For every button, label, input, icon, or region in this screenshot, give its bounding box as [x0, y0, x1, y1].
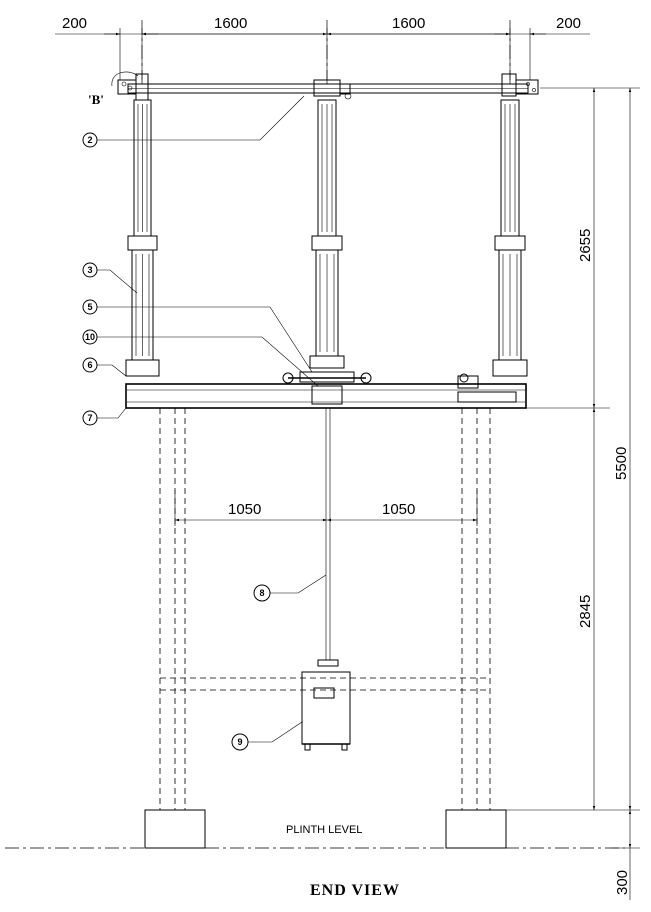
dim-insulator-height: 2655 — [577, 229, 594, 262]
plinth-label: PLINTH LEVEL — [286, 824, 362, 836]
balloon-3: 3 — [82, 262, 138, 294]
svg-text:10: 10 — [85, 332, 95, 342]
dim-mid-right-span: 1050 — [382, 501, 415, 518]
svg-text:3: 3 — [87, 265, 92, 275]
dim-plinth-height: 300 — [614, 870, 631, 895]
operating-linkage — [282, 371, 479, 389]
top-dimension-line — [55, 28, 590, 80]
motor-box — [301, 671, 351, 751]
svg-text:6: 6 — [87, 360, 92, 370]
support-structure — [159, 408, 491, 810]
dim-structure-height: 2845 — [577, 595, 594, 628]
balloon-7: 7 — [82, 407, 127, 426]
insulator-right — [492, 99, 528, 377]
balloon-6: 6 — [82, 357, 127, 377]
balloon-8: 8 — [253, 574, 327, 602]
svg-text:2: 2 — [87, 135, 92, 145]
drawing-title: END VIEW — [310, 882, 400, 899]
right-dimension-lines — [506, 87, 640, 900]
balloon-2: 2 — [82, 95, 305, 148]
dim-mid-left-span: 1050 — [228, 501, 261, 518]
dim-top-right-span: 1600 — [392, 15, 425, 32]
plinths — [5, 809, 625, 849]
mid-dimension-line — [174, 490, 478, 526]
top-busbar — [111, 20, 539, 101]
dim-top-right-overhang: 200 — [556, 15, 581, 32]
balloon-5: 5 — [82, 299, 313, 373]
dim-top-left-span: 1600 — [214, 15, 247, 32]
svg-text:7: 7 — [87, 413, 92, 423]
svg-text:8: 8 — [259, 588, 264, 598]
detail-b-label: 'B' — [88, 92, 104, 107]
svg-text:5: 5 — [87, 302, 92, 312]
dim-total-height: 5500 — [613, 447, 630, 480]
dim-top-left-overhang: 200 — [62, 15, 87, 32]
balloon-9: 9 — [231, 721, 303, 751]
balloon-10: 10 — [82, 329, 319, 387]
svg-text:9: 9 — [237, 737, 242, 747]
insulator-left — [125, 99, 160, 377]
insulator-middle — [309, 99, 345, 369]
